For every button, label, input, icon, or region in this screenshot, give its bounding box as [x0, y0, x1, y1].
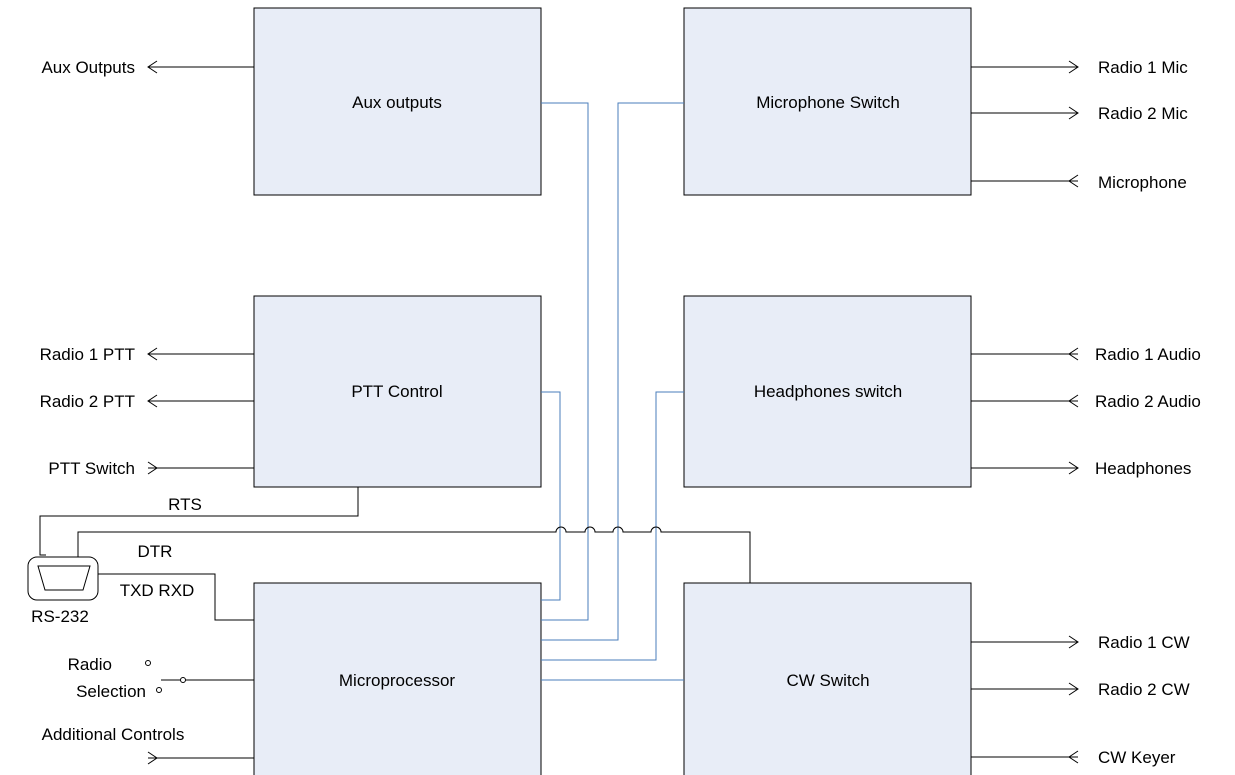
additional-controls-port: Additional Controls: [42, 725, 254, 765]
radio1-mic-label: Radio 1 Mic: [1098, 58, 1188, 77]
radio2-cw-label: Radio 2 CW: [1098, 680, 1190, 699]
radio1-cw-port: Radio 1 CW: [971, 633, 1190, 652]
cw-switch-block: CW Switch: [683, 582, 972, 775]
ptt-control-block-label: PTT Control: [351, 382, 442, 401]
headphones-port: Headphones: [971, 459, 1191, 478]
microphone-label: Microphone: [1098, 173, 1187, 192]
microphone-switch-block-label: Microphone Switch: [756, 93, 900, 112]
microphone-switch-block: Microphone Switch: [683, 7, 972, 196]
aux-outputs-block: Aux outputs: [253, 7, 542, 196]
additional-controls-label: Additional Controls: [42, 725, 185, 744]
radio1-ptt-label: Radio 1 PTT: [40, 345, 135, 364]
radio2-audio-label: Radio 2 Audio: [1095, 392, 1201, 411]
aux-outputs-block-label: Aux outputs: [352, 93, 442, 112]
cw-keyer-port: CW Keyer: [971, 748, 1176, 767]
headphones-label: Headphones: [1095, 459, 1191, 478]
radio1-audio-port: Radio 1 Audio: [971, 345, 1201, 364]
radio1-audio-label: Radio 1 Audio: [1095, 345, 1201, 364]
txd-rxd-line: TXD RXD: [98, 573, 254, 621]
aux-outputs-port: Aux Outputs: [41, 58, 254, 77]
microphone-port: Microphone: [971, 173, 1187, 192]
radio2-ptt-label: Radio 2 PTT: [40, 392, 135, 411]
rs232-connector-icon: RS-232: [27, 556, 99, 626]
radio2-audio-port: Radio 2 Audio: [971, 392, 1201, 411]
bus-to-ptt-control: [541, 391, 561, 601]
ptt-switch-label: PTT Switch: [48, 459, 135, 478]
microprocessor-block: Microprocessor: [253, 582, 542, 775]
headphones-switch-block: Headphones switch: [683, 295, 972, 488]
bus-to-microphone-switch: [541, 102, 684, 641]
radio2-mic-port: Radio 2 Mic: [971, 104, 1188, 123]
rts-label: RTS: [168, 495, 202, 514]
radio-selection-switch: Radio Selection: [68, 655, 254, 701]
microprocessor-block-label: Microprocessor: [339, 671, 456, 690]
dtr-label: DTR: [138, 542, 173, 561]
aux-outputs-port-label: Aux Outputs: [41, 58, 135, 77]
radio-selection-label-line2: Selection: [76, 682, 146, 701]
rts-line: RTS: [39, 487, 359, 556]
radio1-cw-label: Radio 1 CW: [1098, 633, 1190, 652]
radio2-ptt-port: Radio 2 PTT: [40, 392, 254, 411]
cw-keyer-label: CW Keyer: [1098, 748, 1176, 767]
dtr-line: DTR: [77, 526, 751, 583]
bus-to-aux-outputs: [541, 102, 589, 621]
txd-rxd-label: TXD RXD: [120, 581, 195, 600]
headphones-switch-block-label: Headphones switch: [754, 382, 902, 401]
radio1-mic-port: Radio 1 Mic: [971, 58, 1188, 77]
cw-switch-block-label: CW Switch: [786, 671, 869, 690]
internal-bus: [541, 102, 684, 681]
radio2-cw-port: Radio 2 CW: [971, 680, 1190, 699]
radio1-ptt-port: Radio 1 PTT: [40, 345, 254, 364]
radio-selection-label-line1: Radio: [68, 655, 112, 674]
ptt-switch-port: PTT Switch: [48, 459, 254, 478]
ptt-control-block: PTT Control: [253, 295, 542, 488]
rs232-label: RS-232: [31, 607, 89, 626]
bus-to-headphones-switch: [541, 391, 684, 661]
radio2-mic-label: Radio 2 Mic: [1098, 104, 1188, 123]
